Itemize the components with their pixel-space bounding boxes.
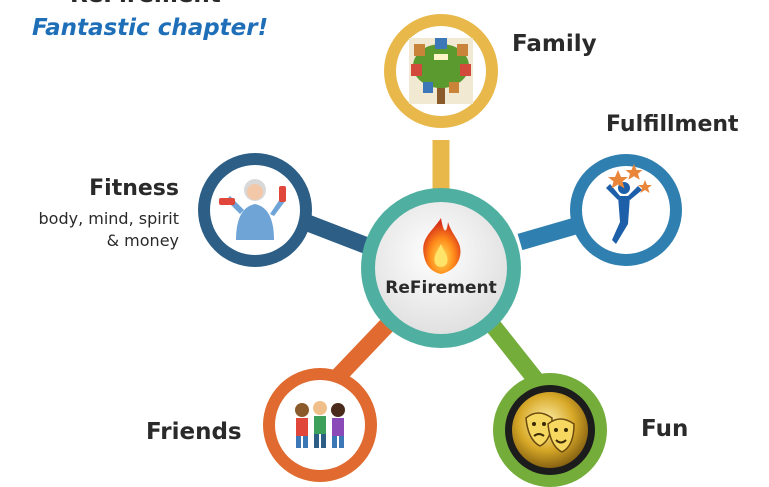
hub (361, 188, 521, 348)
node-fun (493, 373, 607, 487)
tagline: Fantastic chapter! (32, 15, 269, 41)
node-fulfillment-label: Fulfillment (606, 112, 739, 137)
node-fitness-label: Fitness (89, 176, 179, 201)
node-friends (263, 368, 377, 482)
flame-icon (423, 218, 461, 274)
theater-masks-icon (525, 412, 575, 453)
fitness-desc-line-2: & money (106, 231, 179, 250)
node-fun-label: Fun (641, 416, 689, 442)
connector-fun (483, 316, 547, 391)
star-achiever-icon (592, 164, 658, 249)
node-fitness (198, 153, 312, 267)
hub-label: ReFirement (385, 278, 497, 298)
family-tree-icon (409, 38, 473, 104)
friends-group-icon (295, 401, 345, 448)
node-fitness-description: body, mind, spirit & money (39, 208, 179, 252)
dumbbell-exercise-icon (219, 179, 286, 240)
node-family-label: Family (512, 31, 597, 57)
top-title-cropped: ReFirement (70, 0, 221, 8)
connector-fitness (296, 212, 374, 255)
node-friends-label: Friends (146, 419, 242, 445)
node-family (384, 14, 498, 128)
node-fulfillment (570, 154, 682, 266)
fitness-desc-line-1: body, mind, spirit (38, 209, 179, 228)
